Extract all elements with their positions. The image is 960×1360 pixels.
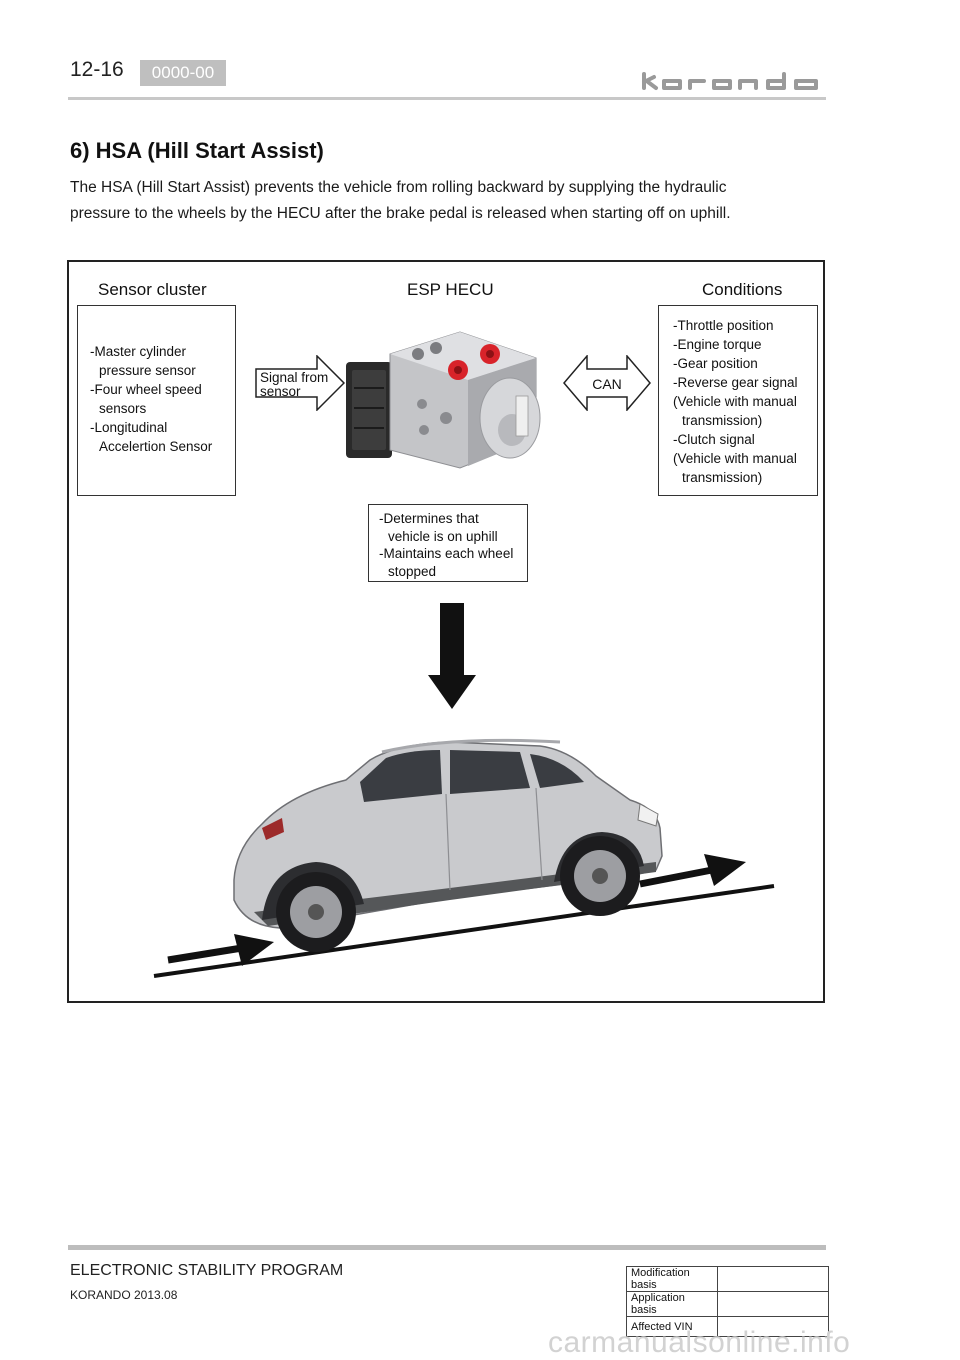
condition-item: -Throttle position — [673, 318, 774, 333]
table-row: Application basis — [626, 1291, 829, 1317]
condition-item: -Engine torque — [673, 337, 762, 352]
car-on-slope-image — [153, 738, 775, 978]
korando-logo — [642, 72, 818, 90]
intro-text-line: pressure to the wheels by the HECU after… — [70, 205, 731, 222]
can-label: CAN — [592, 376, 622, 392]
table-row: Affected VIN — [626, 1316, 829, 1337]
section-title: 6) HSA (Hill Start Assist) — [70, 138, 324, 163]
hecu-unit-image — [346, 331, 541, 469]
signal-arrow-label: Signal from — [260, 370, 328, 385]
sensor-item: pressure sensor — [99, 363, 196, 378]
hecu-item: -Determines that — [379, 511, 479, 526]
sensor-item: Accelertion Sensor — [99, 439, 213, 454]
intro-text-line: The HSA (Hill Start Assist) prevents the… — [70, 179, 727, 196]
page-number: 12-16 — [70, 58, 124, 81]
condition-item: -Gear position — [673, 356, 758, 371]
slope-arrow-right — [639, 854, 746, 888]
hsa-diagram-frame — [67, 260, 825, 1003]
slope-arrow-left — [167, 934, 274, 966]
condition-item: transmission) — [682, 413, 763, 428]
hecu-item: stopped — [388, 563, 437, 579]
basis-label: Modification basis — [626, 1266, 718, 1292]
basis-table: Modification basis Application basis Aff… — [626, 1266, 829, 1337]
code-badge: 0000-00 — [140, 60, 226, 86]
sensor-item: -Master cylinder — [90, 344, 187, 359]
watermark: carmanualsonline.info — [548, 1326, 851, 1359]
basis-label: Application basis — [626, 1291, 718, 1317]
down-arrow — [428, 603, 476, 709]
hecu-function-box: -Determines that vehicle is on uphill -M… — [368, 504, 528, 582]
footer-model: KORANDO 2013.08 — [70, 1288, 178, 1302]
sensor-item: sensors — [99, 401, 147, 416]
sensor-item: -Longitudinal — [90, 420, 168, 435]
hecu-item: -Maintains each wheel — [379, 546, 514, 561]
sensor-cluster-heading: Sensor cluster — [98, 280, 207, 299]
signal-arrow-label: sensor — [260, 384, 301, 399]
basis-value — [717, 1266, 829, 1292]
hecu-item: vehicle is on uphill — [388, 528, 498, 544]
condition-item: transmission) — [682, 470, 763, 485]
table-row: Modification basis — [626, 1266, 829, 1292]
footer-rule — [68, 1245, 826, 1250]
conditions-heading: Conditions — [702, 280, 783, 299]
suv-icon — [233, 738, 663, 952]
header-rule — [68, 97, 826, 100]
can-arrow: CAN — [563, 355, 651, 411]
footer-title: ELECTRONIC STABILITY PROGRAM — [70, 1262, 344, 1279]
condition-item: -Clutch signal — [673, 432, 755, 447]
conditions-box: -Throttle position -Engine torque -Gear … — [658, 305, 818, 496]
condition-item: (Vehicle with manual — [673, 394, 797, 409]
basis-value — [717, 1316, 829, 1337]
sensor-item: -Four wheel speed — [90, 382, 202, 397]
esp-hecu-heading: ESP HECU — [407, 280, 494, 299]
sensor-cluster-box: -Master cylinder pressure sensor -Four w… — [77, 305, 236, 496]
signal-arrow: Signal from sensor — [255, 355, 345, 411]
condition-item: (Vehicle with manual — [673, 451, 797, 466]
basis-label: Affected VIN — [626, 1316, 718, 1337]
basis-value — [717, 1291, 829, 1317]
condition-item: -Reverse gear signal — [673, 375, 798, 390]
